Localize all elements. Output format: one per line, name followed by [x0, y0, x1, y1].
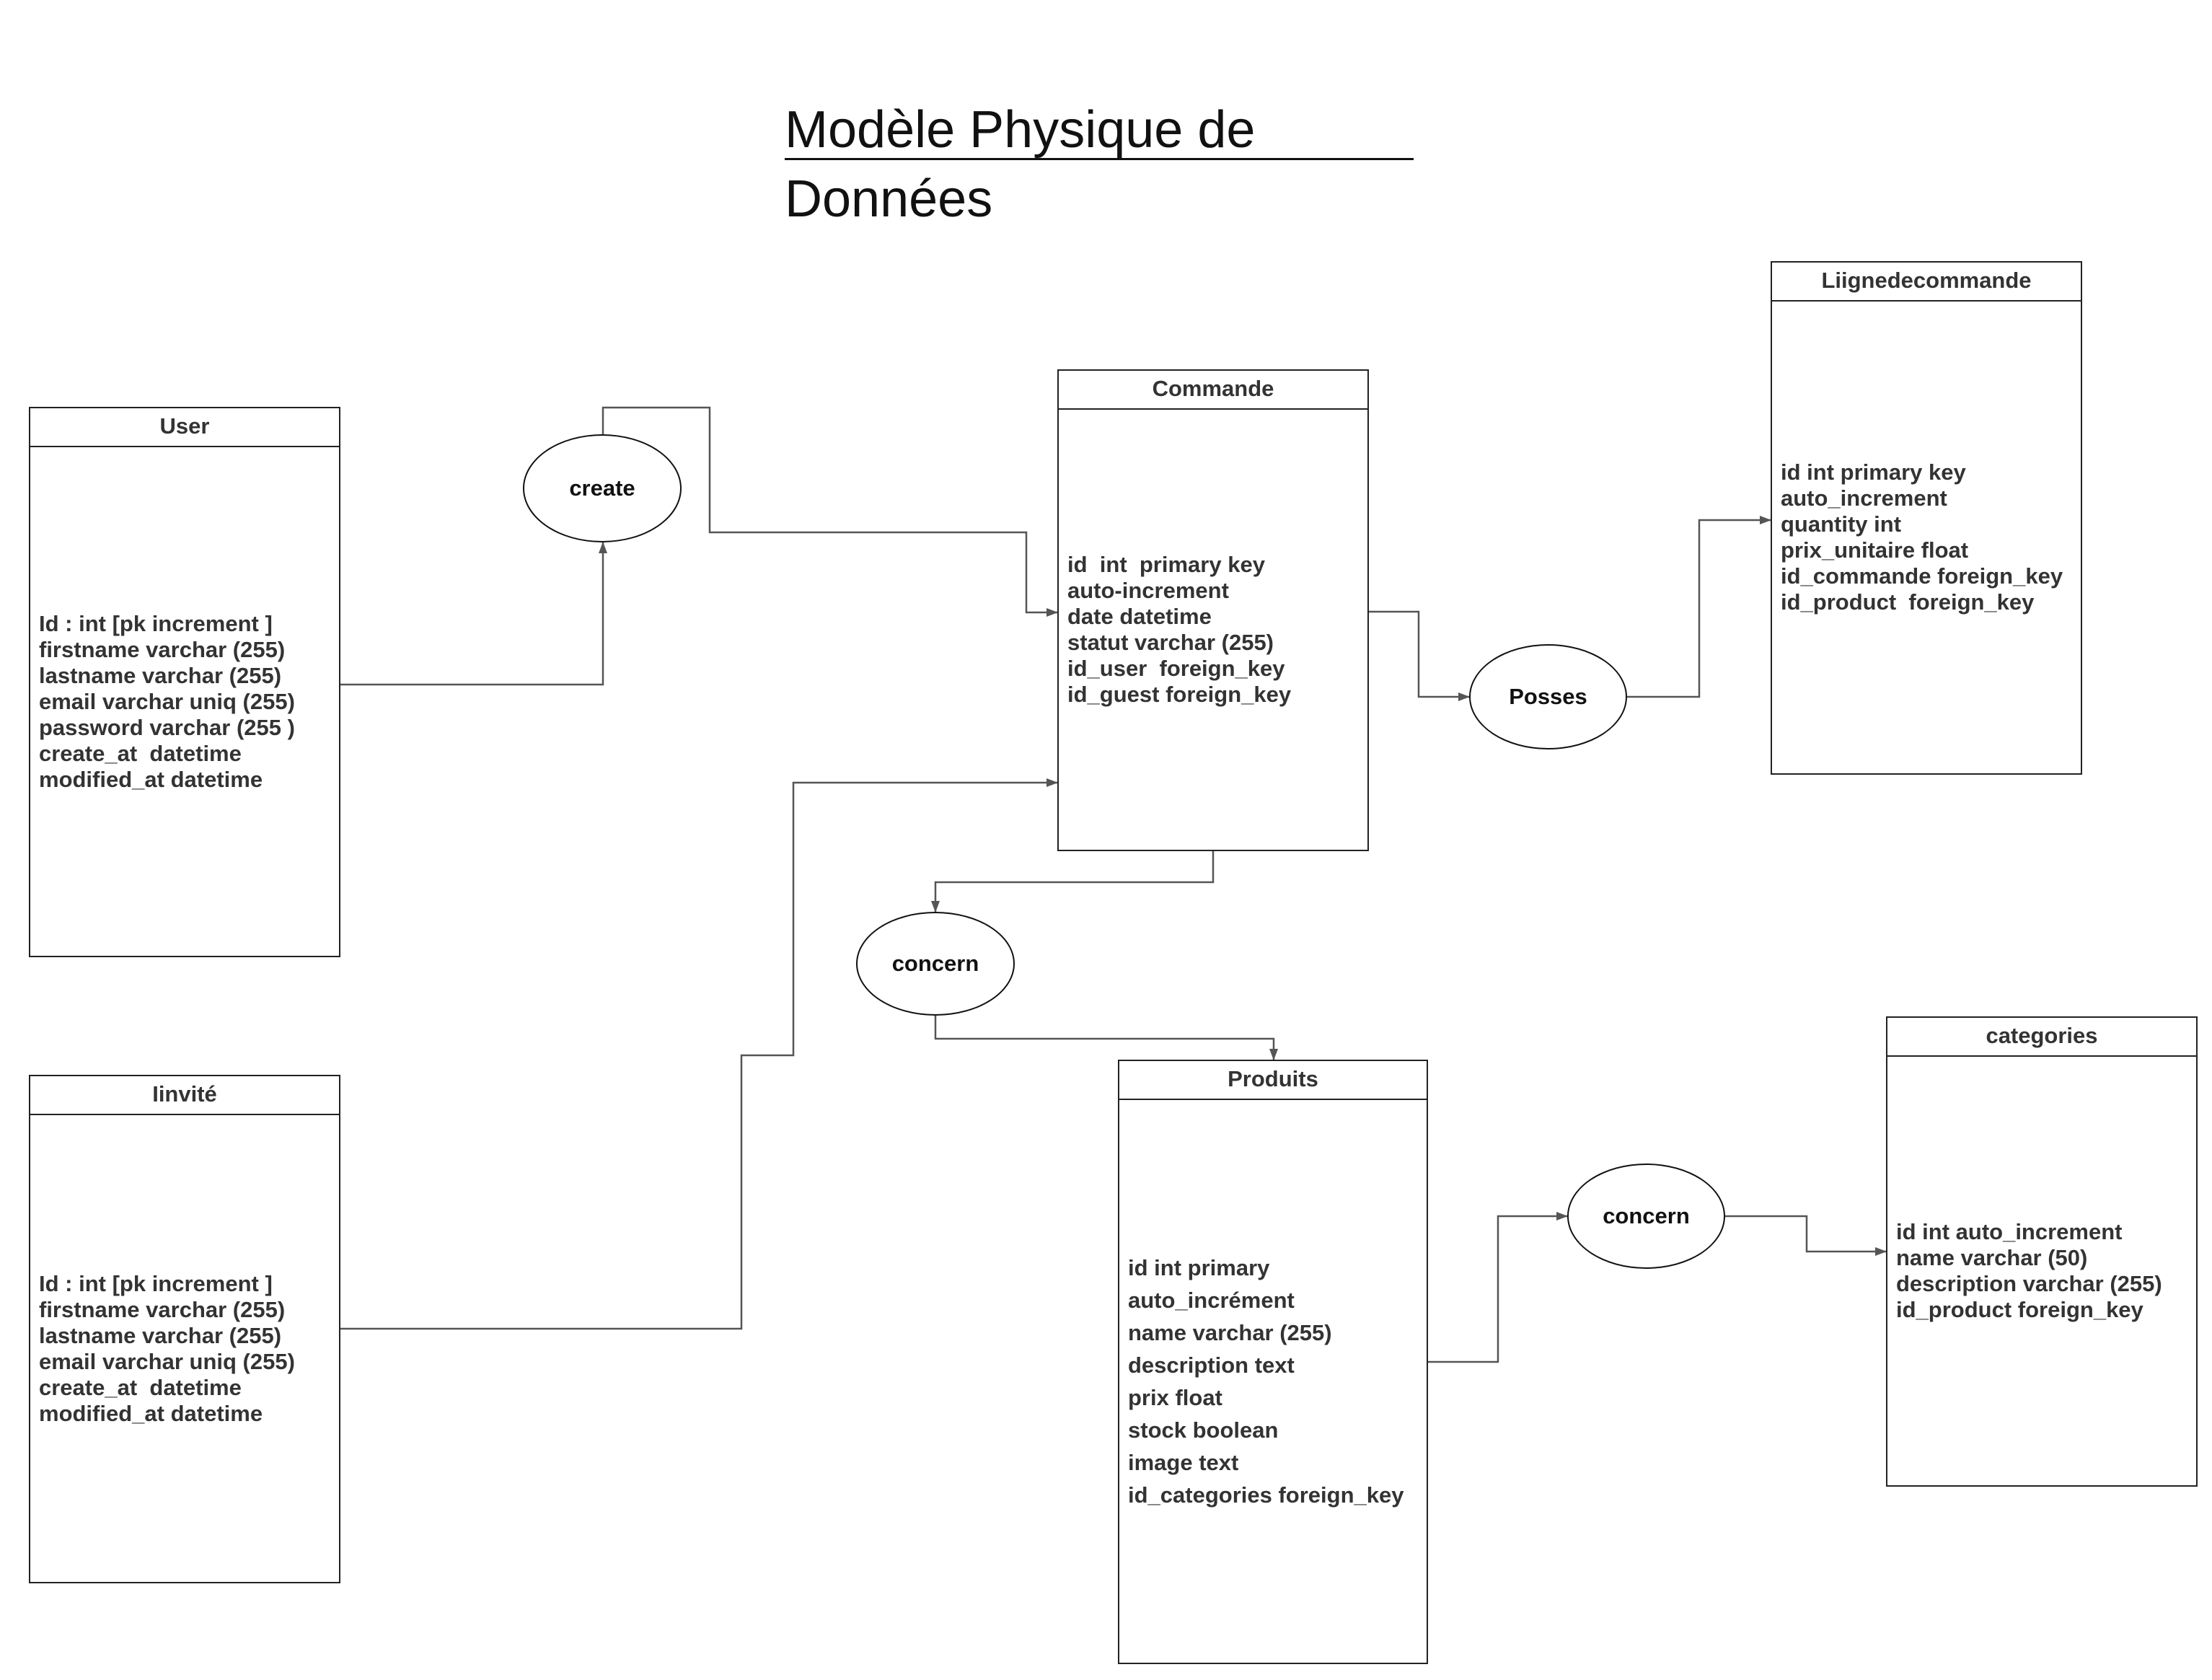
diagram-title: Modèle Physique de Données: [785, 101, 1256, 228]
field-row: statut varchar (255): [1067, 630, 1274, 655]
field-row: name varchar (255): [1128, 1320, 1332, 1345]
relation-concern-produits: concern: [1567, 1164, 1725, 1269]
field-row: email varchar uniq (255): [39, 688, 295, 714]
entity-header: Produits: [1119, 1061, 1427, 1100]
field-row: modified_at datetime: [39, 766, 263, 792]
field-row: auto-increment: [1067, 578, 1229, 603]
title-underline: [785, 158, 1414, 160]
field-row: id int primary key: [1781, 459, 1966, 485]
field-row: name varchar (50): [1896, 1245, 2088, 1270]
link-user-create: [340, 542, 607, 686]
link-create-commande: [602, 406, 1058, 617]
link-concern-produits: [934, 1016, 1278, 1060]
field-row: description text: [1128, 1353, 1295, 1378]
field-row: id_product foreign_key: [1781, 589, 2035, 615]
link-commande-posses: [1369, 610, 1470, 701]
field-row: auto_increment: [1781, 485, 1947, 511]
field-row: firstname varchar (255): [39, 1296, 286, 1322]
field-row: quantity int: [1781, 511, 1902, 537]
field-row: create_at datetime: [39, 740, 242, 766]
link-invite-commande: [340, 778, 1058, 1330]
link-concern-categories: [1725, 1215, 1887, 1256]
entity-header: Iinvité: [30, 1076, 339, 1115]
entity-header: Liignedecommande: [1772, 263, 2081, 302]
field-row: id_product foreign_key: [1896, 1297, 2143, 1322]
field-row: Id : int [pk increment ]: [39, 1270, 273, 1296]
field-list: Id : int [pk increment ]firstname varcha…: [30, 611, 295, 793]
field-row: id int primary: [1128, 1255, 1270, 1280]
field-row: description varchar (255): [1896, 1271, 2162, 1296]
field-row: date datetime: [1067, 604, 1212, 629]
field-row: Id : int [pk increment ]: [39, 610, 273, 636]
field-row: create_at datetime: [39, 1374, 242, 1400]
field-row: firstname varchar (255): [39, 636, 286, 662]
entity-invite: Iinvité Id : int [pk increment ]firstnam…: [29, 1075, 340, 1583]
field-row: stock boolean: [1128, 1417, 1279, 1443]
field-row: id_guest foreign_key: [1067, 682, 1292, 707]
relation-concern-commande: concern: [856, 912, 1015, 1016]
relation-create: create: [523, 434, 682, 542]
field-row: auto_incrément: [1128, 1288, 1295, 1313]
field-row: prix float: [1128, 1385, 1222, 1410]
field-row: id int auto_increment: [1896, 1219, 2123, 1244]
field-list: Id : int [pk increment ]firstname varcha…: [30, 1271, 295, 1427]
field-row: modified_at datetime: [39, 1400, 263, 1426]
field-row: id_commande foreign_key: [1781, 563, 2063, 589]
entity-user: User Id : int [pk increment ]firstname v…: [29, 407, 340, 957]
field-row: id_user foreign_key: [1067, 656, 1285, 681]
field-row: id_categories foreign_key: [1128, 1482, 1404, 1508]
link-posses-lignedecommande: [1627, 516, 1771, 698]
link-produits-concern: [1428, 1212, 1568, 1363]
entity-header: categories: [1887, 1018, 2196, 1057]
entity-header: Commande: [1059, 371, 1367, 410]
link-commande-concern: [931, 851, 1215, 912]
relation-posses: Posses: [1469, 644, 1627, 749]
field-row: lastname varchar (255): [39, 1322, 282, 1348]
field-row: prix_unitaire float: [1781, 537, 1969, 563]
entity-header: User: [30, 408, 339, 447]
field-row: image text: [1128, 1450, 1239, 1475]
field-row: password varchar (255 ): [39, 714, 295, 740]
field-row: lastname varchar (255): [39, 662, 282, 688]
field-row: id int primary key: [1067, 552, 1265, 577]
field-row: email varchar uniq (255): [39, 1348, 295, 1374]
